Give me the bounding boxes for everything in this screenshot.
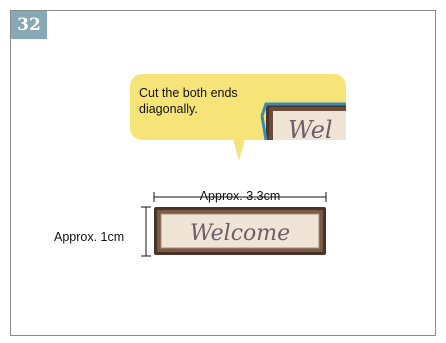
sign-text: Welcome xyxy=(190,221,290,246)
diagonal-cut-edge xyxy=(260,102,346,117)
welcome-sign-illustration: Welcome xyxy=(154,207,326,255)
zoom-sign-text: Wel xyxy=(288,116,333,140)
welcome-sign: Welcome xyxy=(154,207,326,255)
page-number-badge: 32 xyxy=(11,11,47,39)
width-label: Approx. 3.3cm xyxy=(199,189,281,203)
callout-bubble: Cut the both ends diagonally. Wel xyxy=(130,74,346,140)
page-frame: 32 Cut the both ends diagonally. Wel App… xyxy=(10,10,436,336)
callout-tail xyxy=(231,131,247,161)
zoom-illustration: Wel xyxy=(260,102,346,140)
zoomed-sign-corner: Wel xyxy=(258,90,346,140)
dimension-lines xyxy=(141,192,327,257)
height-label: Approx. 1cm xyxy=(54,230,125,244)
callout-text: Cut the both ends diagonally. xyxy=(139,86,238,116)
